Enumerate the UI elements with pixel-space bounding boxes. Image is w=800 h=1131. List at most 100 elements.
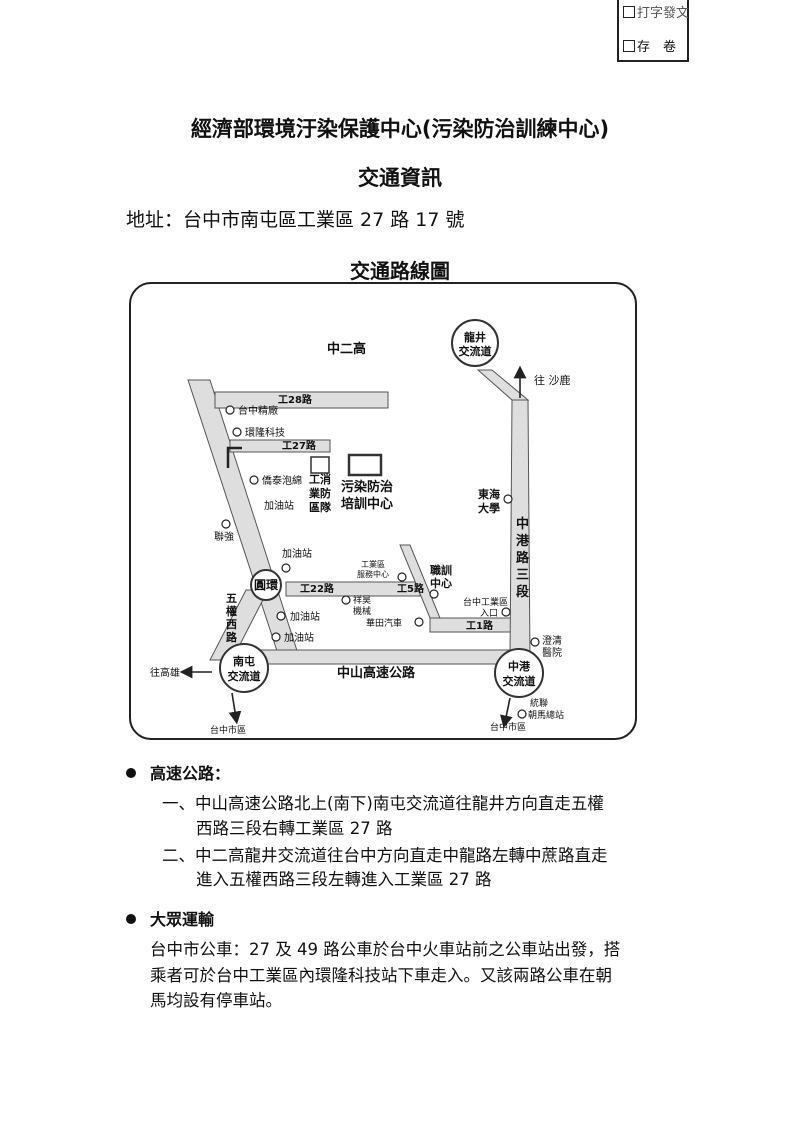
stamp-line-send: 打字發文	[623, 2, 689, 21]
training-center-building	[347, 453, 383, 477]
map-label-donghai: 東海	[478, 487, 500, 501]
poi-marker-icon	[517, 709, 527, 719]
map-label-service: 服務中心	[357, 569, 389, 579]
map-label-donghai: 大學	[478, 501, 500, 515]
map-label-wuquan: 西	[226, 618, 237, 631]
map-label-zhonggang: 港	[516, 533, 530, 549]
poi-marker-icon	[397, 572, 407, 582]
document-subtitle: 交通資訊	[358, 166, 442, 190]
map-label-gong22: 工22路	[300, 582, 335, 595]
map-label-zhongergao: 中二高	[327, 341, 366, 357]
poi-marker-icon	[232, 427, 242, 437]
map-label-shalu: 往 沙鹿	[534, 373, 571, 387]
map-label-chengqing: 醫院	[542, 646, 562, 659]
poi-marker-icon	[530, 637, 540, 647]
map-label-zhixun: 職訓	[430, 563, 452, 577]
poi-marker-icon	[281, 563, 291, 573]
checkbox-icon	[623, 40, 635, 52]
map-label-qiche: 華田汽車	[366, 617, 402, 629]
map-label-gong5: 工5路	[397, 582, 425, 595]
map-label-city: 台中市區	[490, 721, 526, 733]
highway-line: 一、中山高速公路北上(南下)南屯交流道往龍井方向直走五權	[162, 794, 604, 813]
map-label-center: 污染防治	[341, 479, 393, 495]
map-label-gas: 加油站	[264, 499, 294, 512]
route-map-frame	[129, 282, 637, 740]
roundabout-marker	[250, 569, 282, 601]
map-label-fire: 工消	[309, 472, 331, 486]
section-highway-title: 高速公路：	[126, 760, 230, 784]
map-label-highway: 中山高速公路	[337, 665, 416, 681]
map-label-roundabout: 圓環	[254, 577, 279, 592]
zhonggang-ic-marker	[494, 648, 544, 698]
transit-line: 乘者可於台中工業區內環隆科技站下車走入。又該兩路公車在朝	[150, 966, 612, 985]
map-label-zhonggang: 段	[516, 584, 529, 600]
map-label-wuquan: 權	[226, 604, 237, 618]
map-label-fire: 區隊	[309, 500, 332, 514]
map-label-service: 工業區	[361, 559, 385, 569]
arrow-to-city-icon	[500, 697, 513, 729]
map-label-ic-entrance: 台中工業區	[463, 596, 508, 608]
nantun-ic-marker	[219, 643, 269, 693]
transit-line: 台中市公車：27 及 49 路公車於台中火車站前之公車站出發，搭	[150, 940, 621, 959]
map-label-to-gaoxiong: 往高雄	[150, 666, 180, 679]
map-label-gas: 加油站	[290, 610, 320, 623]
map-label-zhonggang-ic: 交流道	[503, 674, 536, 688]
map-label-chengqing: 澄清	[542, 634, 562, 647]
bullet-icon	[126, 914, 136, 924]
longjing-ic-marker	[451, 319, 499, 367]
poi-marker-icon	[501, 607, 511, 617]
road-highway	[239, 649, 521, 665]
document-title: 經濟部環境汙染保護中心(污染防治訓練中心)	[190, 117, 610, 141]
poi-marker-icon	[271, 632, 281, 642]
map-label-gong1: 工1路	[466, 619, 494, 632]
poi-marker-icon	[249, 475, 259, 485]
map-label-gong27: 工27路	[282, 439, 317, 452]
map-label-longjing: 龍井	[464, 330, 486, 344]
highway-line: 二、中二高龍井交流道往台中方向直走中龍路左轉中蔗路直走	[162, 846, 608, 865]
address: 地址：台中市南屯區工業區 27 路 17 號	[126, 209, 465, 231]
stamp-line-archive: 存 卷	[623, 36, 676, 55]
poi-marker-icon	[341, 595, 351, 605]
poi-marker-icon	[503, 494, 513, 504]
map-label-huanlong: 環隆科技	[245, 426, 285, 439]
map-label-bus-station: 朝馬總站	[528, 709, 564, 721]
route-arrow-icon	[226, 446, 242, 468]
map-label-wuquan: 路	[226, 630, 238, 644]
map-label-zhixun: 中心	[430, 576, 452, 590]
map-label-jixiang: 祥昊	[353, 594, 371, 606]
highway-line: 西路三段右轉工業區 27 路	[196, 819, 393, 838]
poi-marker-icon	[221, 519, 231, 529]
poi-marker-icon	[414, 617, 424, 627]
poi-marker-icon	[429, 589, 439, 599]
bullet-icon	[126, 768, 136, 778]
highway-line: 進入五權西路三段左轉進入工業區 27 路	[196, 870, 492, 889]
map-label-zhonggang-ic: 中港	[508, 659, 531, 673]
map-label-zhonggang: 路	[516, 550, 530, 566]
map-label-gong28: 工28路	[278, 393, 313, 406]
map-label-gas: 加油站	[284, 631, 314, 644]
road-gong28	[214, 391, 389, 409]
road-longjing-link	[476, 369, 530, 401]
archive-stamp: 打字發文 存 卷	[617, 0, 689, 62]
transit-line: 馬均設有停車站。	[150, 991, 282, 1010]
map-label-bus-station: 統聯	[530, 697, 548, 709]
map-label-city: 台中市區	[210, 724, 246, 736]
section-transit-title: 大眾運輸	[126, 906, 214, 930]
map-label-ic-entrance: 入口	[480, 608, 498, 619]
map-label-jixiang: 機械	[353, 605, 371, 617]
map-label-wuquan: 五	[226, 592, 237, 605]
map-label-zhonggang: 三	[516, 568, 529, 583]
checkbox-icon	[623, 6, 635, 18]
map-label-longjing: 交流道	[459, 344, 492, 358]
fire-brigade-building	[310, 456, 330, 474]
map-label-nantun-ic: 南屯	[233, 654, 255, 668]
map-label-nantun-ic: 交流道	[228, 669, 261, 683]
arrow-to-city-icon	[228, 692, 242, 725]
map-label-lianqiang: 聯強	[214, 530, 234, 543]
poi-marker-icon	[225, 405, 235, 415]
road-gong22	[285, 581, 421, 597]
poi-marker-icon	[276, 611, 286, 621]
map-label-zhonggang: 中	[516, 516, 529, 532]
map-title: 交通路線圖	[350, 259, 450, 283]
